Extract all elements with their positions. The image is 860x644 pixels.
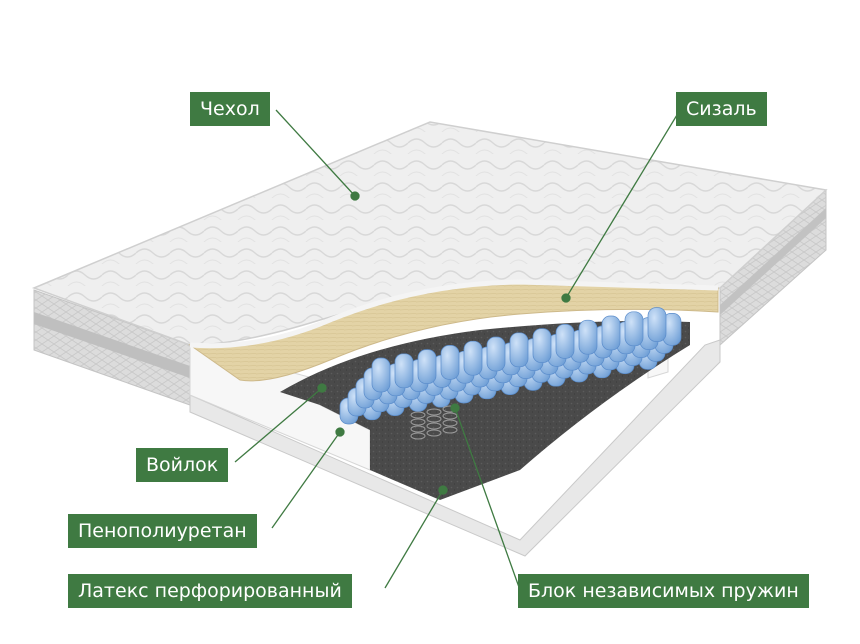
spring-coil: [426, 415, 442, 423]
leader-lines: [234, 109, 681, 591]
spring-pocket: [394, 353, 414, 389]
latex-layer: [189, 339, 721, 557]
spring-pocket: [647, 307, 667, 342]
spring-pocket: [463, 340, 483, 376]
leader-sisal-dot: [561, 293, 571, 303]
leader-latex: [384, 489, 444, 589]
label-foam: Пенополиуретан: [68, 514, 257, 548]
spring-pocket: [371, 357, 391, 393]
leader-latex-dot: [438, 485, 448, 495]
label-cover: Чехол: [190, 92, 270, 126]
spring-coil: [426, 422, 442, 430]
spring-coil: [410, 411, 426, 419]
spring-pocket: [417, 349, 437, 384]
leader-felt-dot: [317, 383, 327, 393]
spring-pocket: [509, 332, 529, 368]
leader-cover: [275, 109, 356, 197]
leader-springs: [454, 407, 521, 591]
leader-foam-dot: [335, 427, 345, 437]
leader-felt: [234, 387, 323, 463]
spring-coil: [426, 408, 442, 416]
spring-pocket: [555, 324, 575, 359]
cover-edge: [189, 279, 719, 349]
label-latex: Латекс перфорированный: [68, 574, 352, 608]
spring-pocket: [486, 336, 506, 372]
leader-foam: [271, 431, 341, 529]
spring-coil: [410, 418, 426, 426]
spring-pocket: [601, 315, 621, 351]
spring-pocket: [624, 311, 644, 347]
spring-block: [339, 307, 682, 440]
spring-coil: [426, 429, 442, 437]
label-sisal: Сизаль: [676, 92, 767, 126]
label-felt: Войлок: [136, 448, 229, 482]
leader-springs-dot: [450, 403, 460, 413]
label-springs: Блок независимых пружин: [518, 574, 809, 608]
spring-pocket: [440, 345, 460, 380]
leader-sisal: [565, 109, 681, 299]
spring-coil: [442, 412, 458, 420]
spring-coil: [410, 425, 426, 433]
spring-coil: [442, 426, 458, 434]
spring-coil: [410, 432, 426, 440]
spring-pocket: [578, 319, 598, 355]
leader-cover-dot: [350, 191, 360, 201]
spring-coil: [442, 419, 458, 427]
spring-pocket: [532, 328, 552, 363]
